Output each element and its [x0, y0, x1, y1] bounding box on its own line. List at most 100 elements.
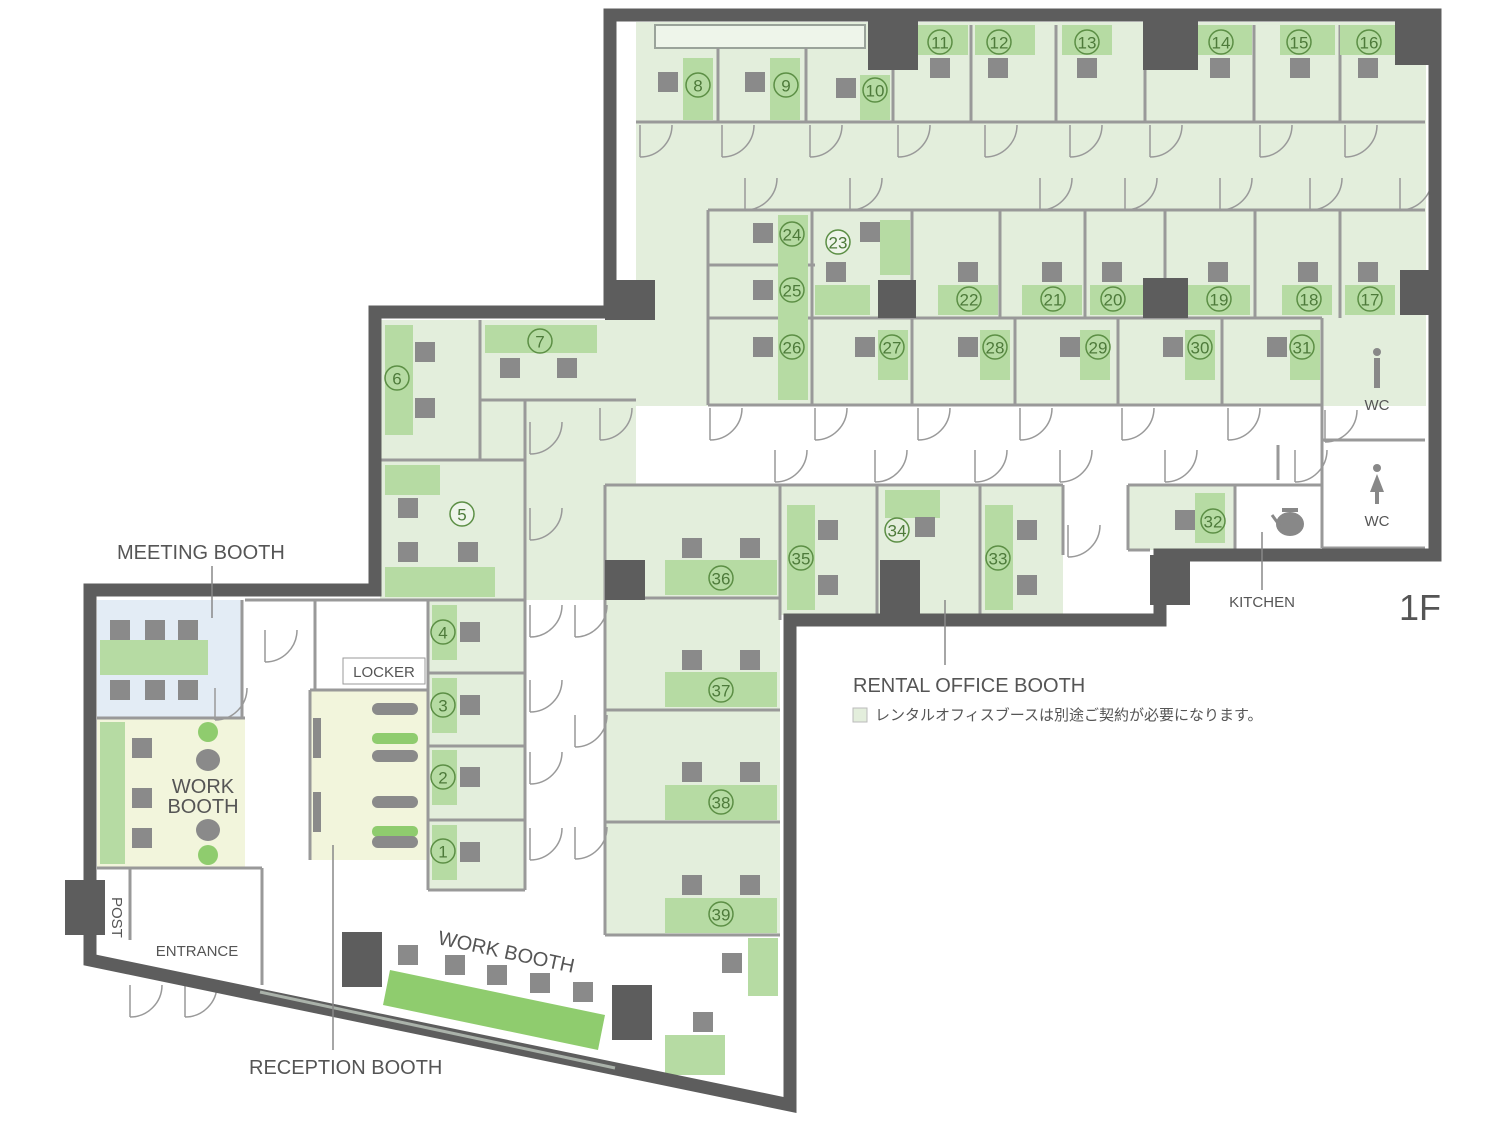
booth-number: 35 — [792, 550, 811, 569]
door — [974, 449, 1008, 483]
column — [868, 15, 918, 70]
booth-number: 22 — [960, 291, 979, 310]
door — [1069, 124, 1103, 158]
booth-number: 20 — [1104, 291, 1123, 310]
chair — [958, 337, 978, 357]
booth-number: 8 — [693, 77, 702, 96]
booth-number: 18 — [1300, 291, 1319, 310]
chair — [988, 58, 1008, 78]
work-booth-label-2: BOOTH — [167, 796, 238, 818]
booth-number: 10 — [866, 82, 885, 101]
door — [1164, 449, 1198, 483]
booth-number: 30 — [1191, 339, 1210, 358]
booth-17: 17 — [1357, 286, 1383, 312]
door — [1067, 524, 1101, 558]
chair — [658, 72, 678, 92]
column — [878, 280, 916, 318]
female-icon — [1370, 464, 1384, 504]
desk — [665, 898, 777, 933]
booth-number: 1 — [438, 843, 447, 862]
booth-number: 5 — [457, 506, 466, 525]
booth-19: 19 — [1206, 286, 1232, 312]
chair — [458, 542, 478, 562]
booth-number: 6 — [392, 370, 401, 389]
booth-number: 26 — [783, 339, 802, 358]
booth-circle — [685, 72, 711, 98]
chair — [818, 575, 838, 595]
chair — [826, 262, 846, 282]
column — [1150, 555, 1190, 605]
booth-33: 33 — [985, 545, 1011, 571]
booth-number: 28 — [986, 339, 1005, 358]
booth-30: 30 — [1187, 334, 1213, 360]
booth-number: 21 — [1044, 291, 1063, 310]
booth-circle — [430, 764, 456, 790]
desk — [880, 220, 910, 275]
door — [1309, 177, 1343, 211]
work-booth-label: WORK — [172, 776, 235, 798]
wc-female-label: WC — [1365, 513, 1390, 530]
booth-circle — [430, 692, 456, 718]
booth-number: 39 — [712, 906, 731, 925]
booth-2: 2 — [430, 764, 456, 790]
chair — [132, 788, 152, 808]
booth-circle — [779, 334, 805, 360]
desk — [1345, 285, 1395, 315]
male-icon — [1373, 348, 1381, 388]
door — [1149, 124, 1183, 158]
booth-circle — [779, 277, 805, 303]
booth-circle — [1100, 286, 1126, 312]
booth-32: 32 — [1200, 508, 1226, 534]
door — [574, 826, 608, 860]
door — [1059, 449, 1093, 483]
chair — [753, 280, 773, 300]
booth-circle — [384, 365, 410, 391]
desk — [975, 25, 1035, 55]
chair — [930, 58, 950, 78]
booth-circle — [879, 334, 905, 360]
chair — [1102, 262, 1122, 282]
booth-circle — [956, 286, 982, 312]
booth-13: 13 — [1074, 29, 1100, 55]
desk — [100, 640, 208, 675]
door — [1019, 407, 1053, 441]
booth-1: 1 — [430, 838, 456, 864]
booth-21: 21 — [1040, 286, 1066, 312]
chair — [196, 819, 220, 841]
desk — [100, 722, 125, 864]
chair — [415, 398, 435, 418]
desk — [432, 605, 457, 660]
chair — [1017, 575, 1037, 595]
chair — [1060, 337, 1080, 357]
chair — [915, 517, 935, 537]
furniture — [100, 25, 1395, 1075]
reception-booth-label: RECEPTION BOOTH — [249, 1057, 442, 1079]
booth-number: 36 — [712, 570, 731, 589]
chair — [557, 358, 577, 378]
booth-11: 11 — [927, 29, 953, 55]
booth-circle — [779, 221, 805, 247]
booth-12: 12 — [986, 29, 1012, 55]
chair — [1077, 58, 1097, 78]
door — [774, 449, 808, 483]
booth-circle — [708, 901, 734, 927]
doors — [129, 124, 1433, 1018]
door — [721, 124, 755, 158]
chair — [1017, 520, 1037, 540]
chair — [740, 650, 760, 670]
chair — [145, 680, 165, 700]
booth-circle — [1040, 286, 1066, 312]
booth-number: 23 — [829, 234, 848, 253]
glass-wall — [259, 990, 616, 1070]
booth-9: 9 — [773, 72, 799, 98]
column — [1395, 15, 1435, 65]
booth-16: 16 — [1356, 29, 1382, 55]
booth-10: 10 — [862, 77, 888, 103]
desk — [787, 505, 815, 610]
door — [529, 679, 563, 713]
booth-number: 11 — [931, 34, 949, 53]
chair — [1290, 58, 1310, 78]
booth-39: 39 — [708, 901, 734, 927]
booth-circle — [430, 838, 456, 864]
